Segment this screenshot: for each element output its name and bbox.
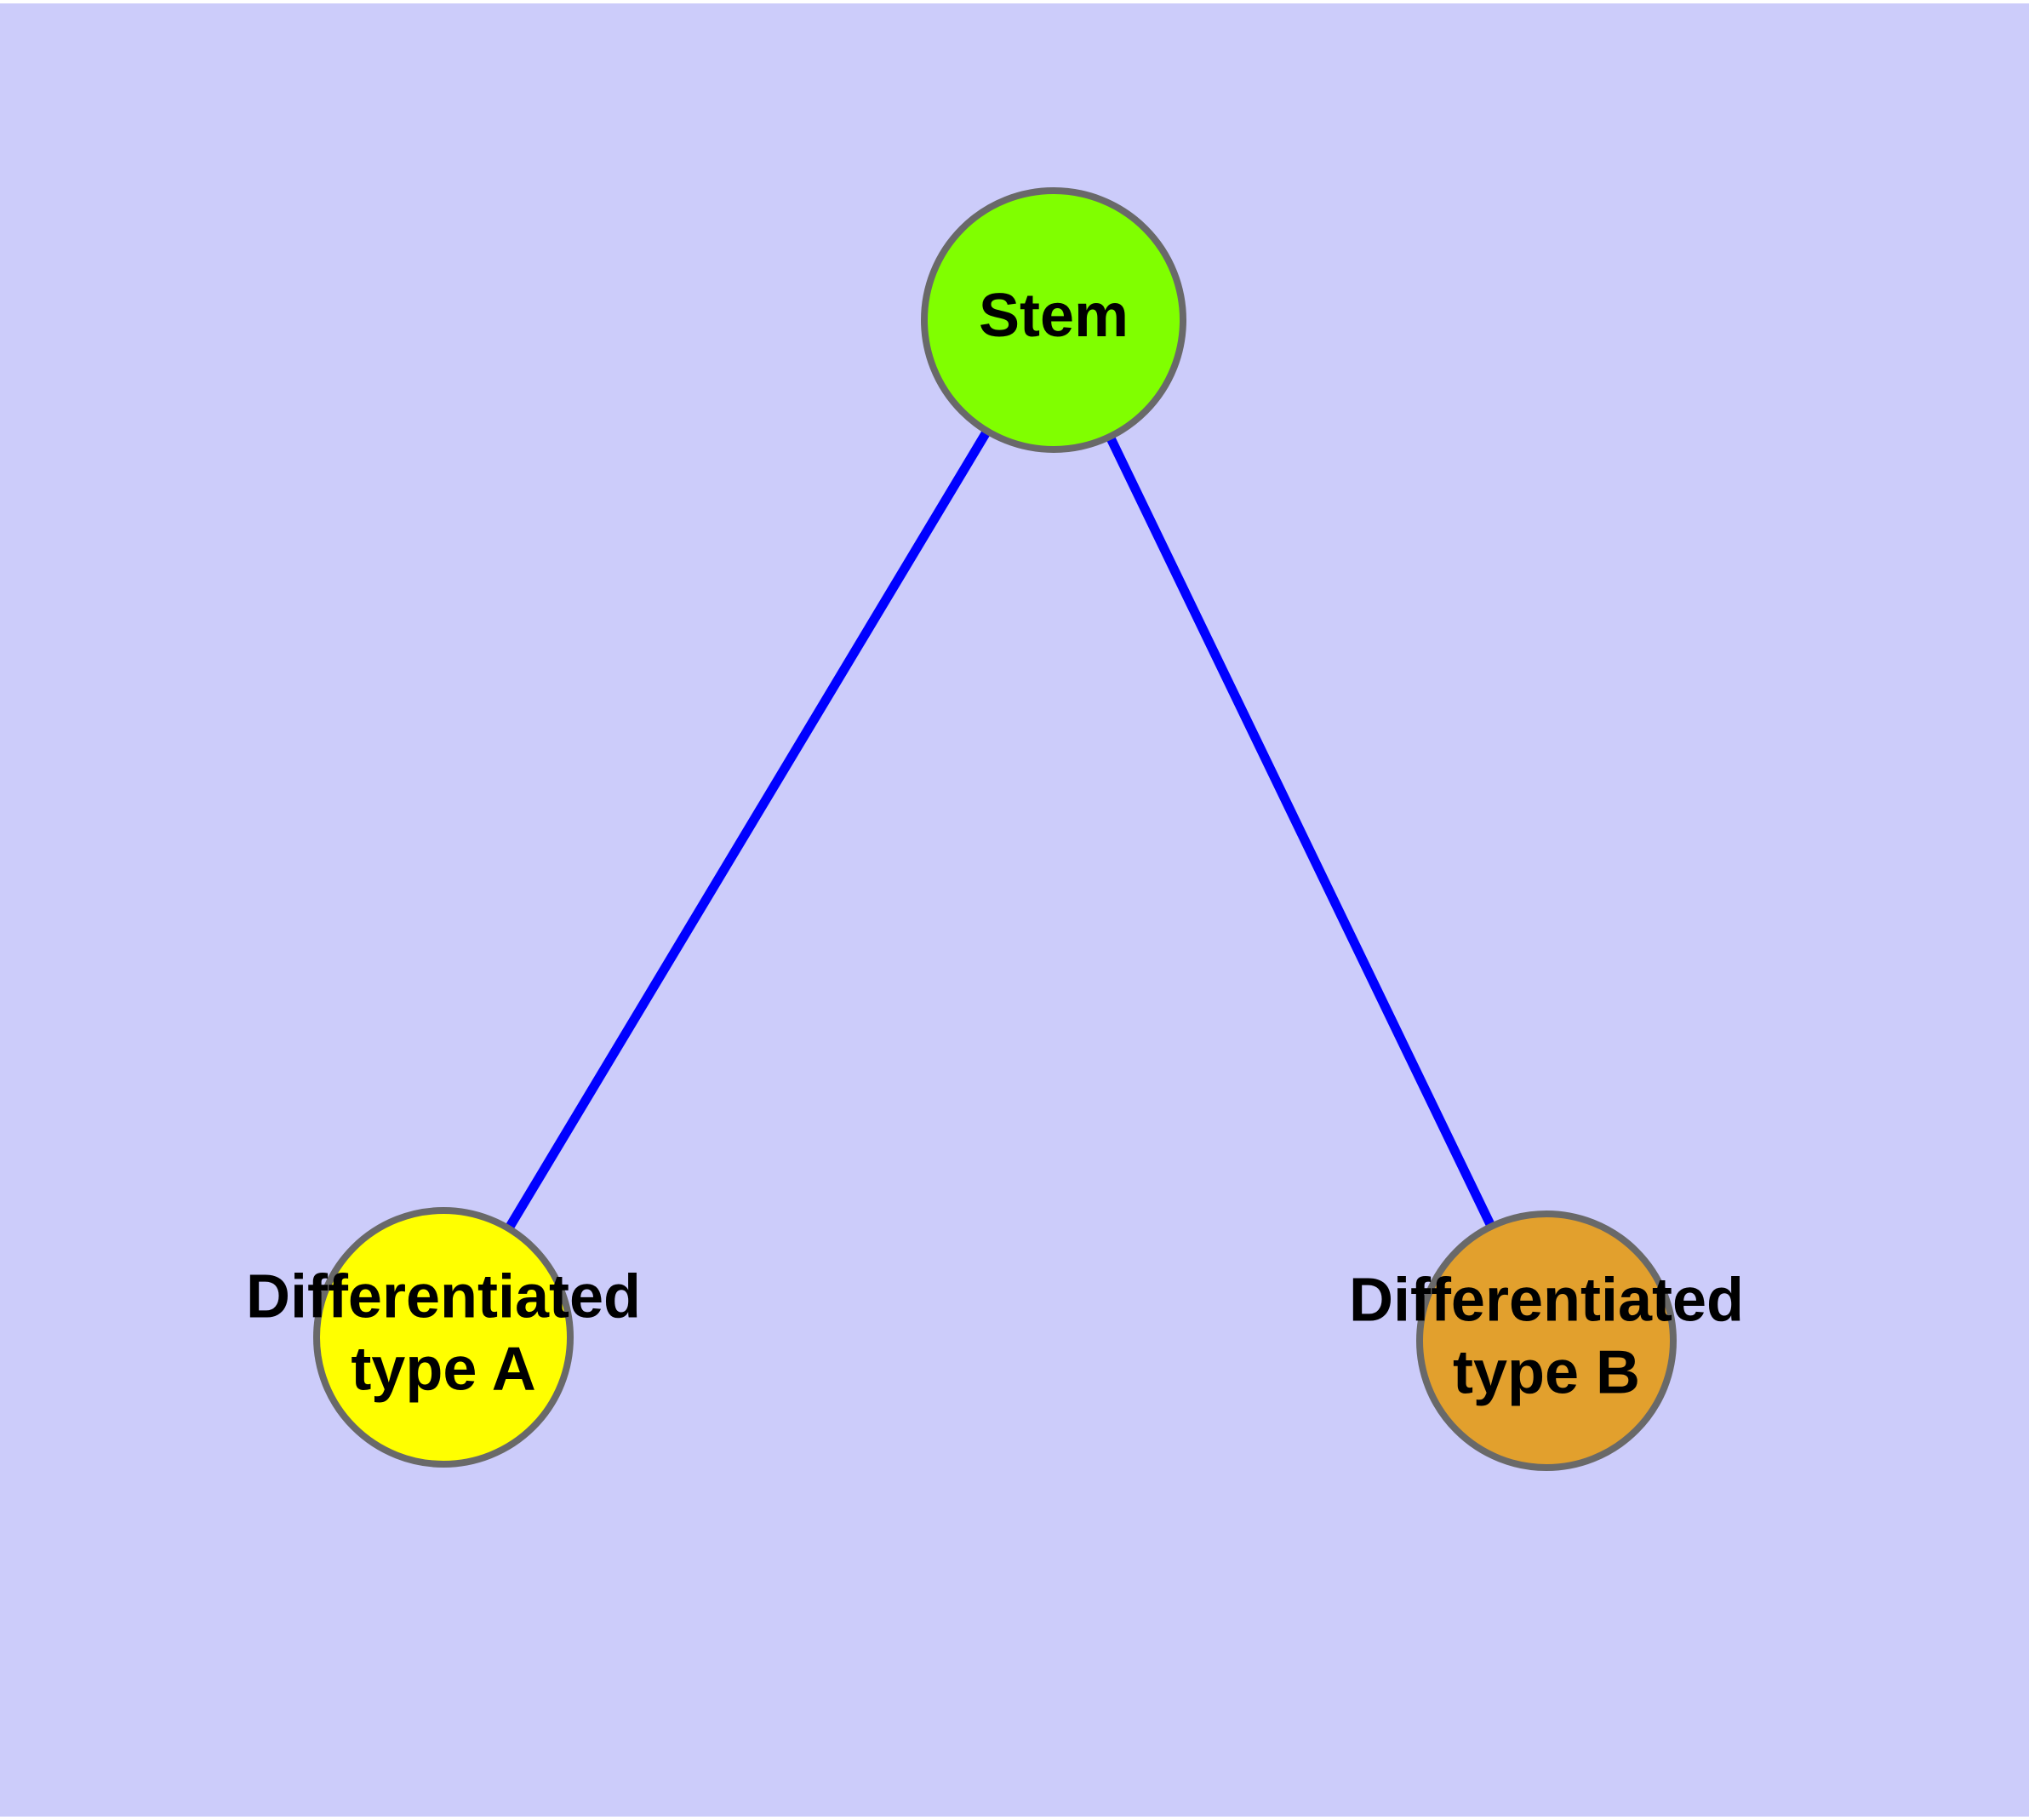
node-stem[interactable] <box>921 187 1186 453</box>
labels-layer: Stem Differentiated type A Differentiate… <box>246 282 1744 1406</box>
node-label-differentiated-type-a-line2: type A <box>351 1335 535 1403</box>
edge-stem-to-differentiated-type-a[interactable] <box>439 318 1058 1340</box>
node-differentiated-type-a[interactable] <box>313 1207 574 1468</box>
node-label-stem: Stem <box>979 282 1129 350</box>
edges-layer <box>439 318 1551 1343</box>
nodes-layer <box>313 187 1677 1471</box>
node-label-differentiated-type-a-line1: Differentiated <box>246 1263 641 1331</box>
edge-stem-to-differentiated-type-b[interactable] <box>1049 318 1551 1343</box>
node-label-differentiated-type-b-line2: type B <box>1453 1338 1640 1406</box>
node-label-differentiated-type-b-line1: Differentiated <box>1349 1267 1744 1335</box>
node-differentiated-type-b[interactable] <box>1416 1210 1677 1471</box>
